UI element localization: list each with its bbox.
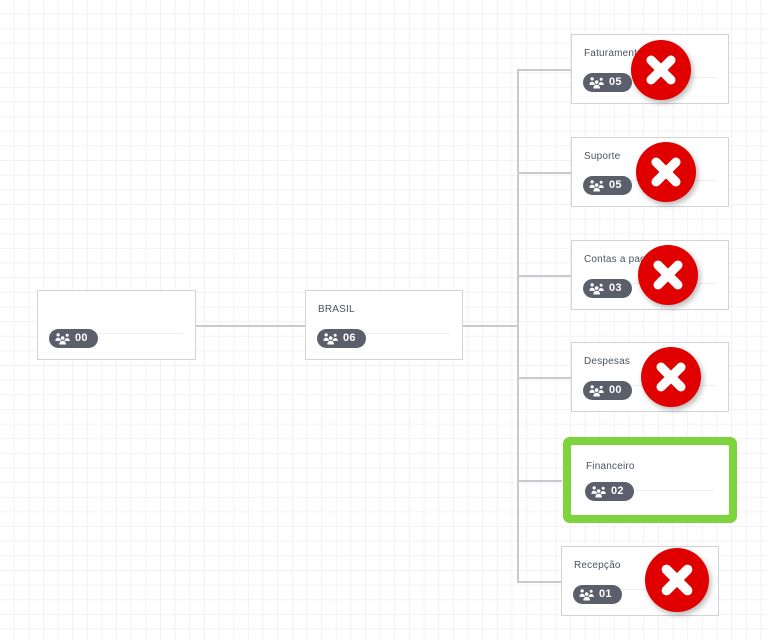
org-node-title: Faturamento bbox=[584, 48, 643, 59]
org-node-divider bbox=[586, 490, 714, 491]
red-x-circle-icon bbox=[659, 562, 695, 598]
red-x-circle-icon bbox=[649, 155, 683, 189]
org-node-divider bbox=[574, 589, 706, 590]
members-count-badge[interactable]: 02 bbox=[585, 482, 634, 501]
users-group-icon bbox=[55, 332, 70, 345]
blocked-marker-contas-a-pagar[interactable] bbox=[638, 245, 698, 305]
members-count-value: 01 bbox=[599, 588, 612, 600]
org-node-title: Financeiro bbox=[586, 461, 635, 472]
org-node-title: Despesas bbox=[584, 356, 631, 367]
members-count-badge[interactable]: 03 bbox=[583, 279, 632, 298]
org-node-body: Financeiro 02 bbox=[574, 448, 726, 512]
red-x-circle-icon bbox=[651, 258, 685, 292]
org-node-divider bbox=[318, 333, 450, 334]
members-count-value: 00 bbox=[75, 332, 88, 344]
members-count-value: 03 bbox=[609, 282, 622, 294]
users-group-icon bbox=[589, 282, 604, 295]
connector-root-to-brasil bbox=[196, 325, 305, 327]
connector-trunk-to-despesas bbox=[517, 377, 571, 379]
org-node-title: Contas a pagar bbox=[584, 254, 656, 265]
blocked-marker-despesas[interactable] bbox=[641, 347, 701, 407]
members-count-badge[interactable]: 01 bbox=[573, 585, 622, 604]
org-node-body: Faturamento 05 bbox=[572, 35, 728, 103]
members-count-value: 05 bbox=[609, 179, 622, 191]
users-group-icon bbox=[323, 332, 338, 345]
connector-brasil-to-trunk bbox=[463, 325, 518, 327]
connector-trunk-to-suporte bbox=[517, 172, 571, 174]
org-node-body: BRASIL 06 bbox=[306, 291, 462, 359]
users-group-icon bbox=[589, 384, 604, 397]
users-group-icon bbox=[589, 179, 604, 192]
org-node-divider bbox=[50, 333, 183, 334]
members-count-value: 00 bbox=[609, 384, 622, 396]
users-group-icon bbox=[579, 588, 594, 601]
connector-trunk-to-faturamento bbox=[517, 69, 571, 71]
red-x-circle-icon bbox=[654, 360, 688, 394]
red-x-circle-icon bbox=[644, 53, 678, 87]
org-node-body: 00 bbox=[38, 291, 195, 359]
connector-trunk bbox=[517, 69, 519, 581]
org-node-financeiro[interactable]: Financeiro 02 bbox=[571, 445, 729, 515]
members-count-value: 05 bbox=[609, 76, 622, 88]
blocked-marker-suporte[interactable] bbox=[636, 142, 696, 202]
connector-trunk-to-recepcao bbox=[517, 581, 561, 583]
org-node-body: Suporte 05 bbox=[572, 138, 728, 206]
members-count-badge[interactable]: 00 bbox=[583, 381, 632, 400]
members-count-badge[interactable]: 05 bbox=[583, 73, 632, 92]
org-node-body: Despesas 00 bbox=[572, 343, 728, 411]
org-node-root[interactable]: 00 bbox=[37, 290, 196, 360]
org-node-title: Suporte bbox=[584, 151, 621, 162]
org-node-title: Recepção bbox=[574, 560, 621, 571]
members-count-value: 06 bbox=[343, 332, 356, 344]
users-group-icon bbox=[591, 485, 606, 498]
org-node-brasil[interactable]: BRASIL 06 bbox=[305, 290, 463, 360]
members-count-badge[interactable]: 06 bbox=[317, 329, 366, 348]
members-count-value: 02 bbox=[611, 485, 624, 497]
users-group-icon bbox=[589, 76, 604, 89]
connector-trunk-to-financeiro bbox=[517, 480, 562, 482]
members-count-badge[interactable]: 00 bbox=[49, 329, 98, 348]
members-count-badge[interactable]: 05 bbox=[583, 176, 632, 195]
blocked-marker-faturamento[interactable] bbox=[631, 40, 691, 100]
org-node-title: BRASIL bbox=[318, 304, 355, 315]
connector-trunk-to-contas bbox=[517, 275, 571, 277]
blocked-marker-recepcao[interactable] bbox=[645, 548, 709, 612]
org-node-body: Recepção 01 bbox=[562, 547, 718, 615]
